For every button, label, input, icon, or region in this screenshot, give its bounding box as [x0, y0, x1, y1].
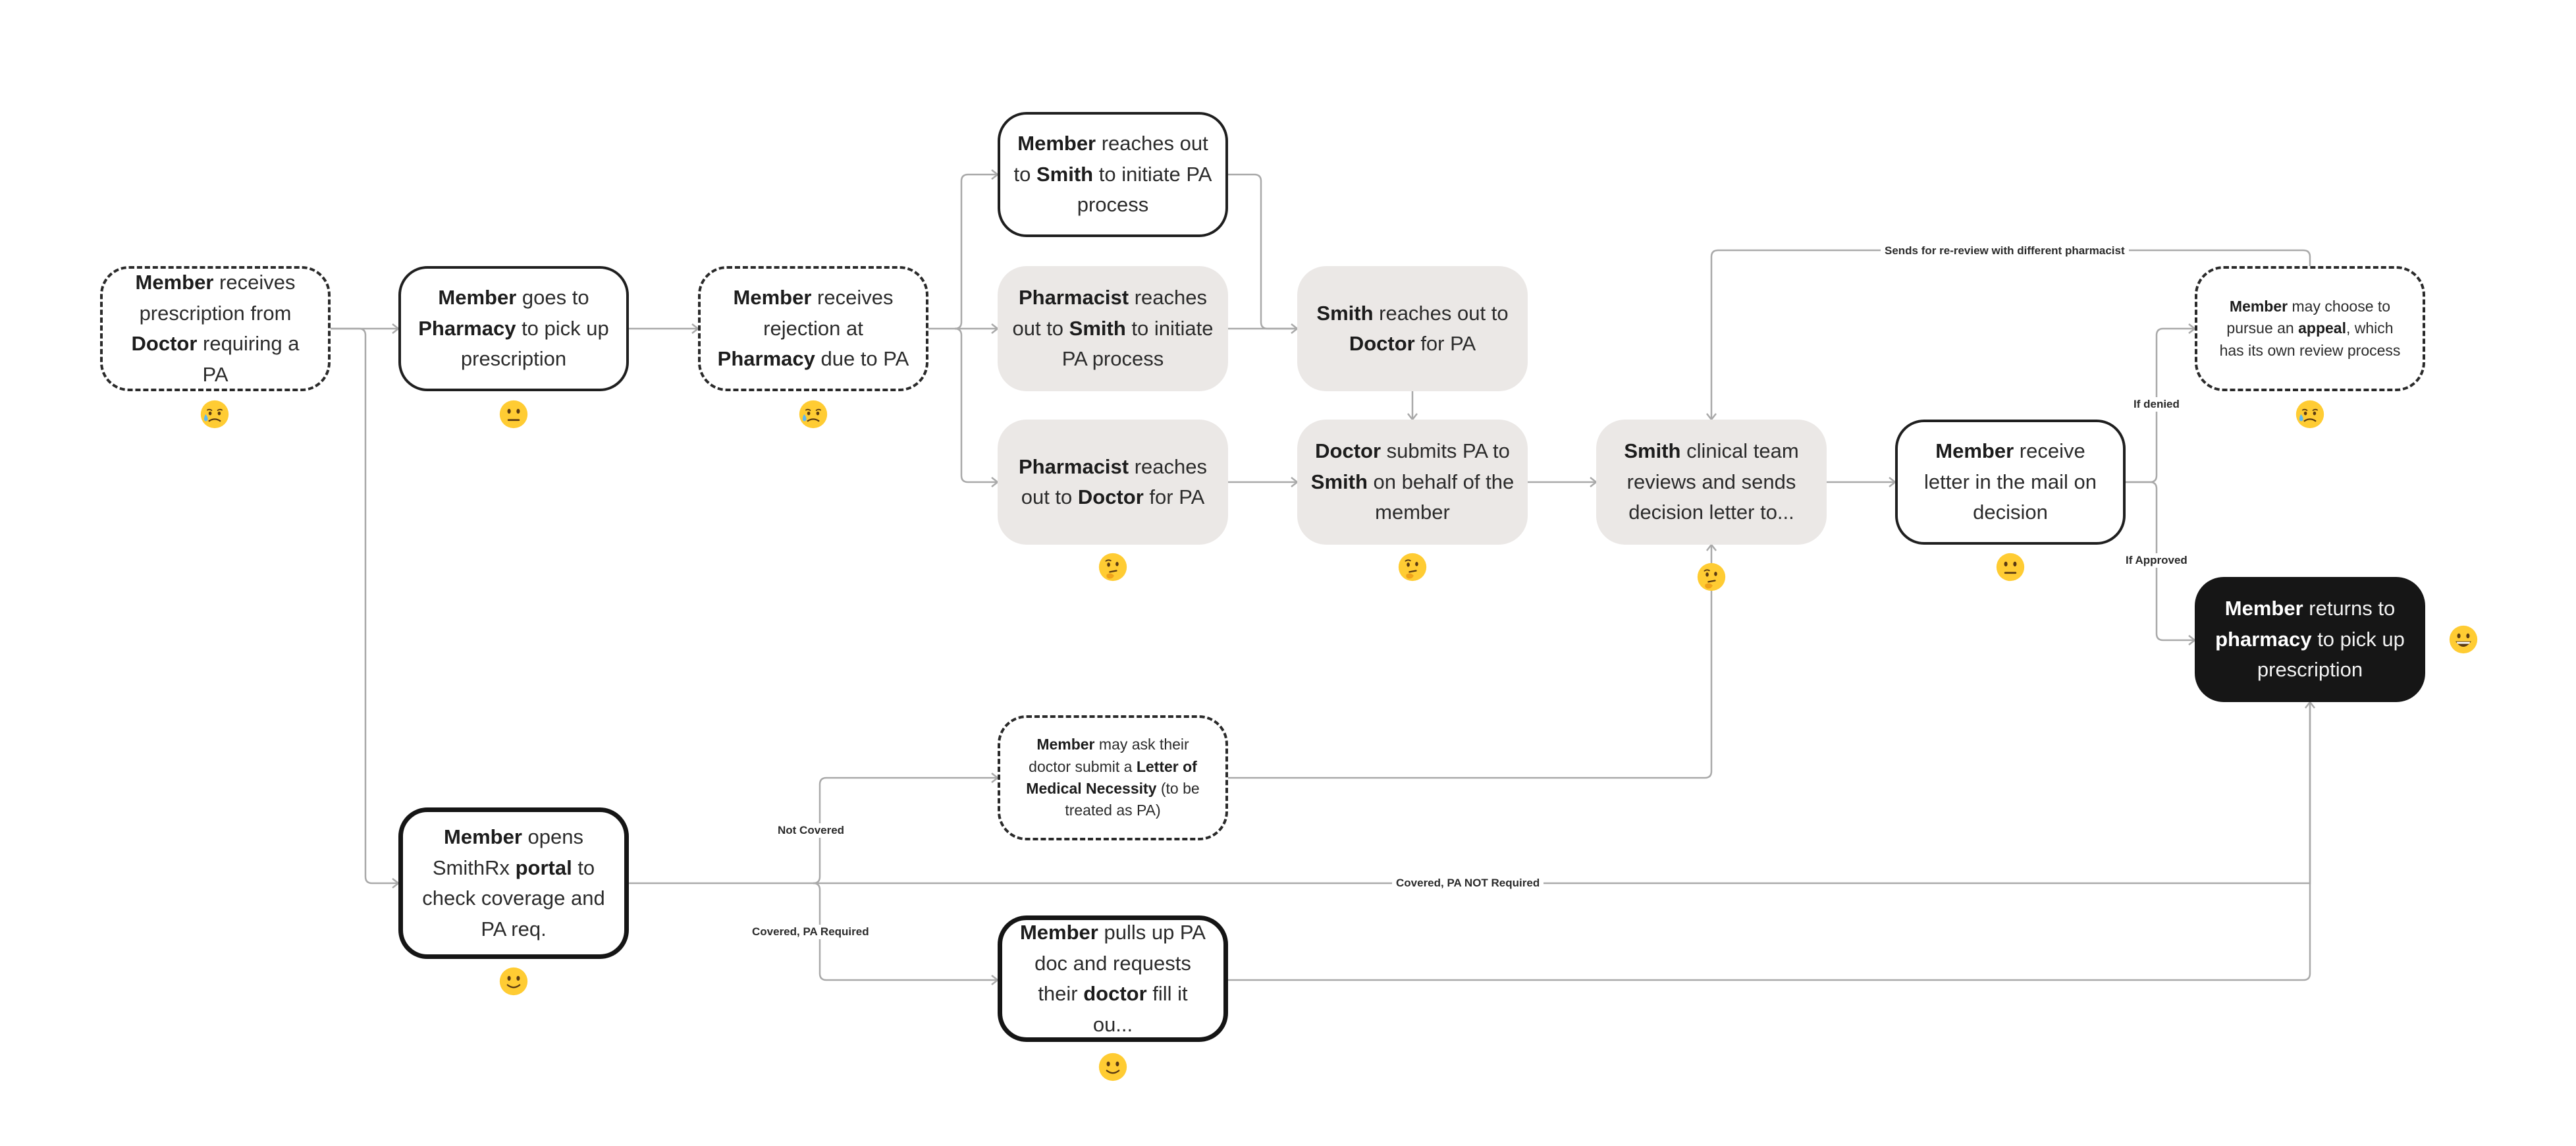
- sad-sweat-face-icon: [200, 399, 230, 429]
- node-member-returns-to-pharmacy: Member returns to pharmacy to pick up pr…: [2195, 577, 2425, 702]
- node-pharmacist-reaches-doctor: Pharmacist reaches out to Doctor for PA: [998, 420, 1228, 545]
- edge-label-rereview: Sends for re-review with different pharm…: [1881, 244, 2129, 258]
- connector-line: [813, 777, 998, 885]
- grinning-face-icon: [2448, 624, 2479, 655]
- node-letter-of-medical-necessity: Member may ask their doctor submit a Let…: [998, 715, 1228, 840]
- slight-smile-face-icon: [1098, 1052, 1128, 1082]
- node-smith-reaches-doctor: Smith reaches out to Doctor for PA: [1297, 266, 1528, 391]
- connector-line: [1228, 173, 1297, 330]
- connector-line: [629, 702, 2311, 885]
- node-rejection-at-pharmacy: Member receives rejection at Pharmacy du…: [698, 266, 928, 391]
- connector-line: [954, 173, 998, 330]
- edge-label-not-covered: Not Covered: [774, 823, 849, 838]
- edge-label-covered-pa-required: Covered, PA Required: [748, 925, 873, 939]
- node-member-reaches-smith: Member reaches out to Smith to initiate …: [998, 112, 1228, 237]
- thinking-face-icon: [1098, 552, 1128, 582]
- node-member-appeal: Member may choose to pursue an appeal, w…: [2195, 266, 2425, 391]
- arrowhead: [2305, 700, 2315, 709]
- node-member-goes-to-pharmacy: Member goes to Pharmacy to pick up presc…: [398, 266, 629, 391]
- node-pharmacist-reaches-smith: Pharmacist reaches out to Smith to initi…: [998, 266, 1228, 391]
- edge-label-if-denied: If denied: [2130, 397, 2184, 412]
- node-member-receives-prescription: Member receives prescription from Doctor…: [100, 266, 331, 391]
- connector-line: [813, 882, 998, 981]
- sad-sweat-face-icon: [798, 399, 828, 429]
- node-doctor-submits-pa: Doctor submits PA to Smith on behalf of …: [1297, 420, 1528, 545]
- connector-line: [1228, 545, 1713, 779]
- thinking-face-icon: [1696, 562, 1727, 592]
- slight-smile-face-icon: [498, 966, 529, 996]
- node-member-receives-letter: Member receive letter in the mail on dec…: [1895, 420, 2126, 545]
- connector-line: [331, 327, 398, 885]
- neutral-face-icon: [498, 399, 529, 429]
- thinking-face-icon: [1397, 552, 1428, 582]
- sad-sweat-face-icon: [2295, 399, 2325, 429]
- arrowhead: [1706, 543, 1717, 551]
- node-member-pulls-up-pa-doc: Member pulls up PA doc and requests thei…: [998, 915, 1228, 1042]
- edge-label-if-approved: If Approved: [2122, 553, 2191, 568]
- connector-line: [954, 327, 998, 483]
- node-member-opens-portal: Member opens SmithRx portal to check cov…: [398, 807, 629, 959]
- node-smith-clinical-review: Smith clinical team reviews and sends de…: [1596, 420, 1827, 545]
- edge-label-covered-pa-not-required: Covered, PA NOT Required: [1392, 876, 1544, 890]
- neutral-face-icon: [1995, 552, 2026, 582]
- connector-line: [1228, 702, 2311, 981]
